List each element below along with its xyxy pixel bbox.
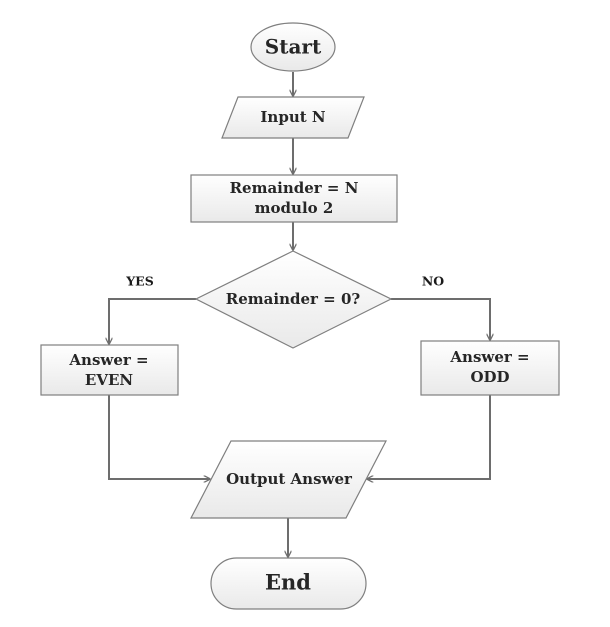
odd-label-line1: Answer = [449, 348, 529, 366]
decision-node: Remainder = 0? [194, 250, 393, 349]
connectors [109, 72, 490, 557]
start-node: Start [250, 22, 336, 72]
connector-decision-yes [109, 298, 196, 344]
connector-decision-no [391, 298, 490, 340]
odd-label-line2: ODD [470, 368, 509, 386]
even-label-line2: EVEN [85, 371, 134, 389]
process-label-line2: modulo 2 [255, 199, 334, 217]
decision-label: Remainder = 0? [226, 290, 361, 308]
end-node: End [210, 557, 367, 610]
output-node: Output Answer [190, 440, 387, 519]
start-label: Start [265, 35, 322, 59]
connector-even-to-output [108, 395, 210, 479]
process-label-line1: Remainder = N [230, 179, 359, 197]
process-node: Remainder = N modulo 2 [190, 174, 398, 223]
output-label: Output Answer [226, 470, 353, 488]
input-node: Input N [221, 96, 365, 139]
input-label: Input N [260, 108, 325, 126]
connector-odd-to-output [367, 395, 491, 479]
even-node: Answer = EVEN [40, 344, 179, 396]
yes-label: YES [125, 274, 153, 289]
even-label-line1: Answer = [68, 351, 148, 369]
no-label: NO [422, 274, 444, 289]
odd-node: Answer = ODD [420, 340, 560, 396]
end-label: End [265, 570, 311, 595]
